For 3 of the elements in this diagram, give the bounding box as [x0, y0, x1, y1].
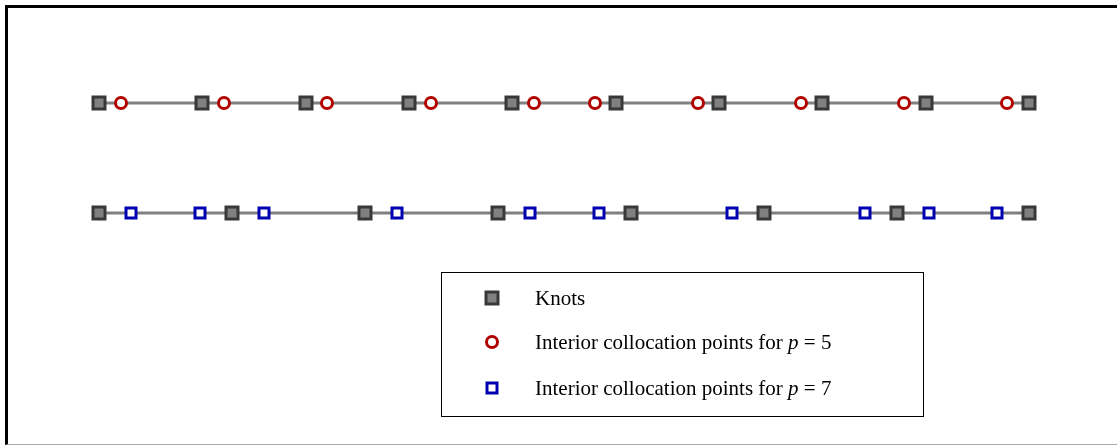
legend-label: Interior collocation points for p = 7	[535, 376, 832, 400]
legend-label: Knots	[535, 286, 586, 310]
legend-label: Interior collocation points for p = 5	[535, 330, 832, 354]
